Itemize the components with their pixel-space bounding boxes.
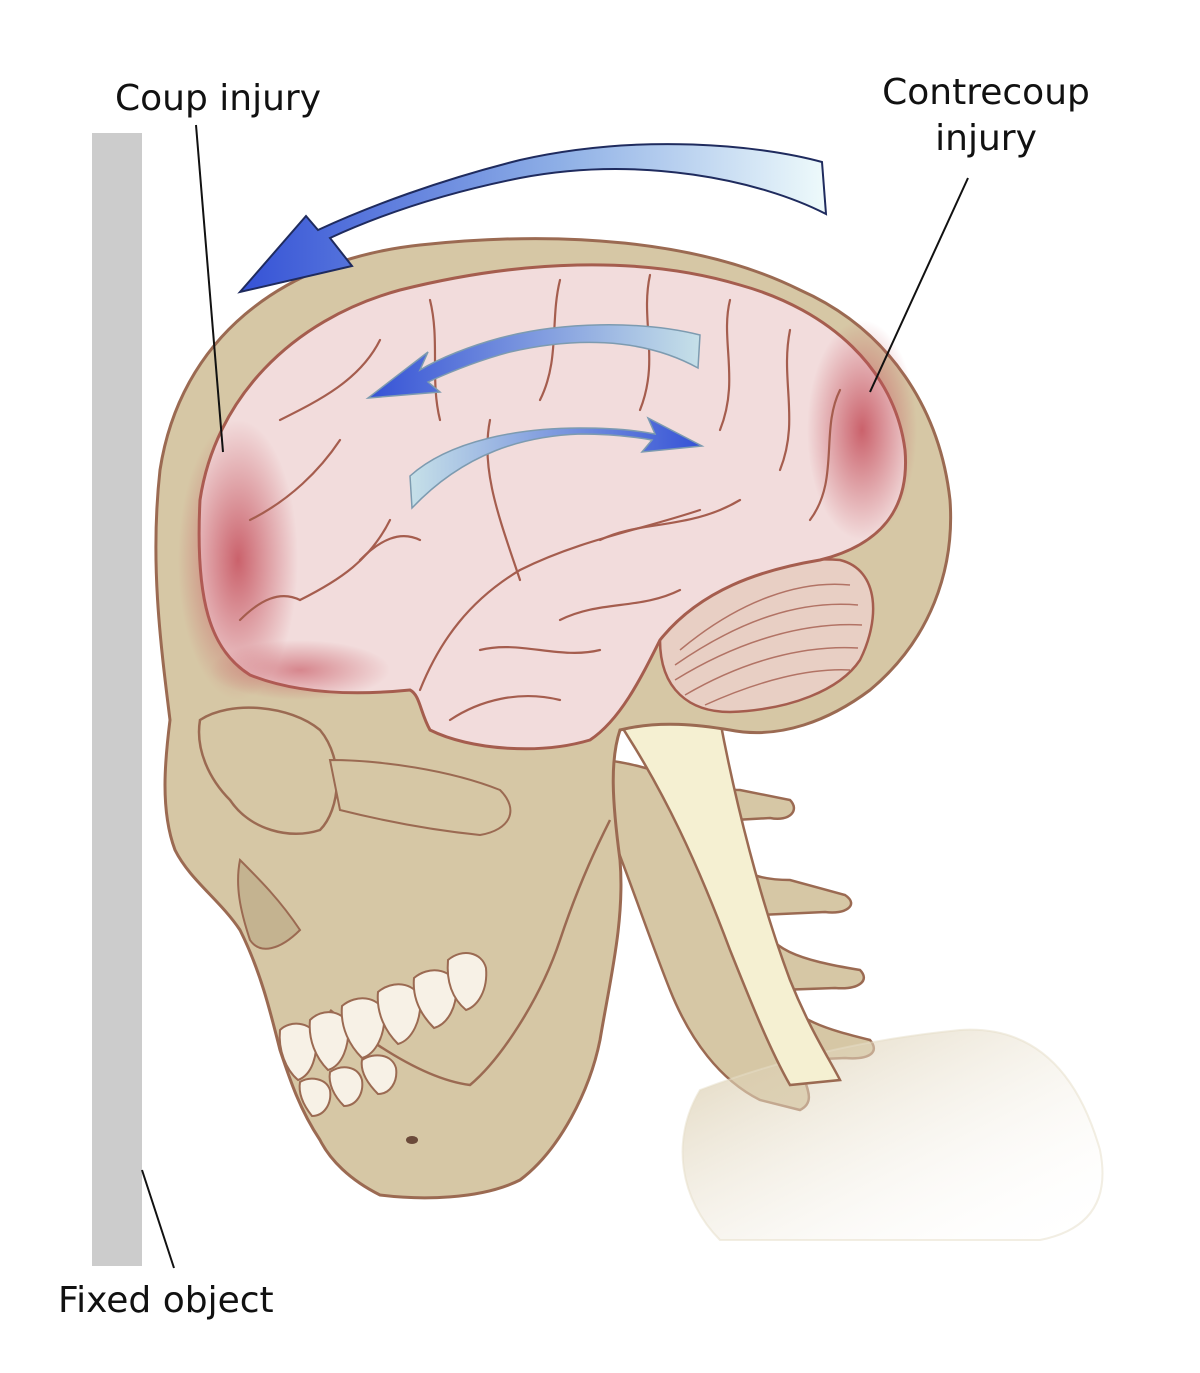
teeth	[278, 952, 488, 1118]
mental-foramen	[406, 1136, 418, 1144]
contrecoup-leader-line	[869, 177, 969, 393]
fixed-object-leader-line	[141, 1169, 175, 1269]
contrecoup-bruise	[807, 320, 917, 540]
coup-injury-label: Coup injury	[115, 78, 322, 119]
coup-leader-line	[195, 124, 224, 453]
brain-motion-arrow-icon	[365, 324, 701, 399]
fixed-object-label: Fixed object	[58, 1280, 274, 1321]
eye-socket	[197, 706, 339, 835]
cerebellum-folds	[674, 583, 863, 706]
cheekbone	[328, 758, 512, 837]
brain-folds	[238, 273, 842, 722]
brain-motion-arrow-icon-right	[409, 416, 705, 510]
lower-front-bruise	[210, 640, 390, 700]
impact-arrow-icon	[237, 143, 828, 294]
contrecoup-label-line-1: Contrecoup	[882, 72, 1090, 113]
mandible-outline	[329, 819, 612, 1087]
fixed-object-wall	[92, 133, 142, 1266]
coup-bruise	[178, 420, 298, 700]
contrecoup-injury-label: Contrecoup injury	[866, 70, 1106, 162]
contrecoup-label-line-2: injury	[935, 118, 1037, 159]
nasal-cavity	[237, 857, 302, 950]
